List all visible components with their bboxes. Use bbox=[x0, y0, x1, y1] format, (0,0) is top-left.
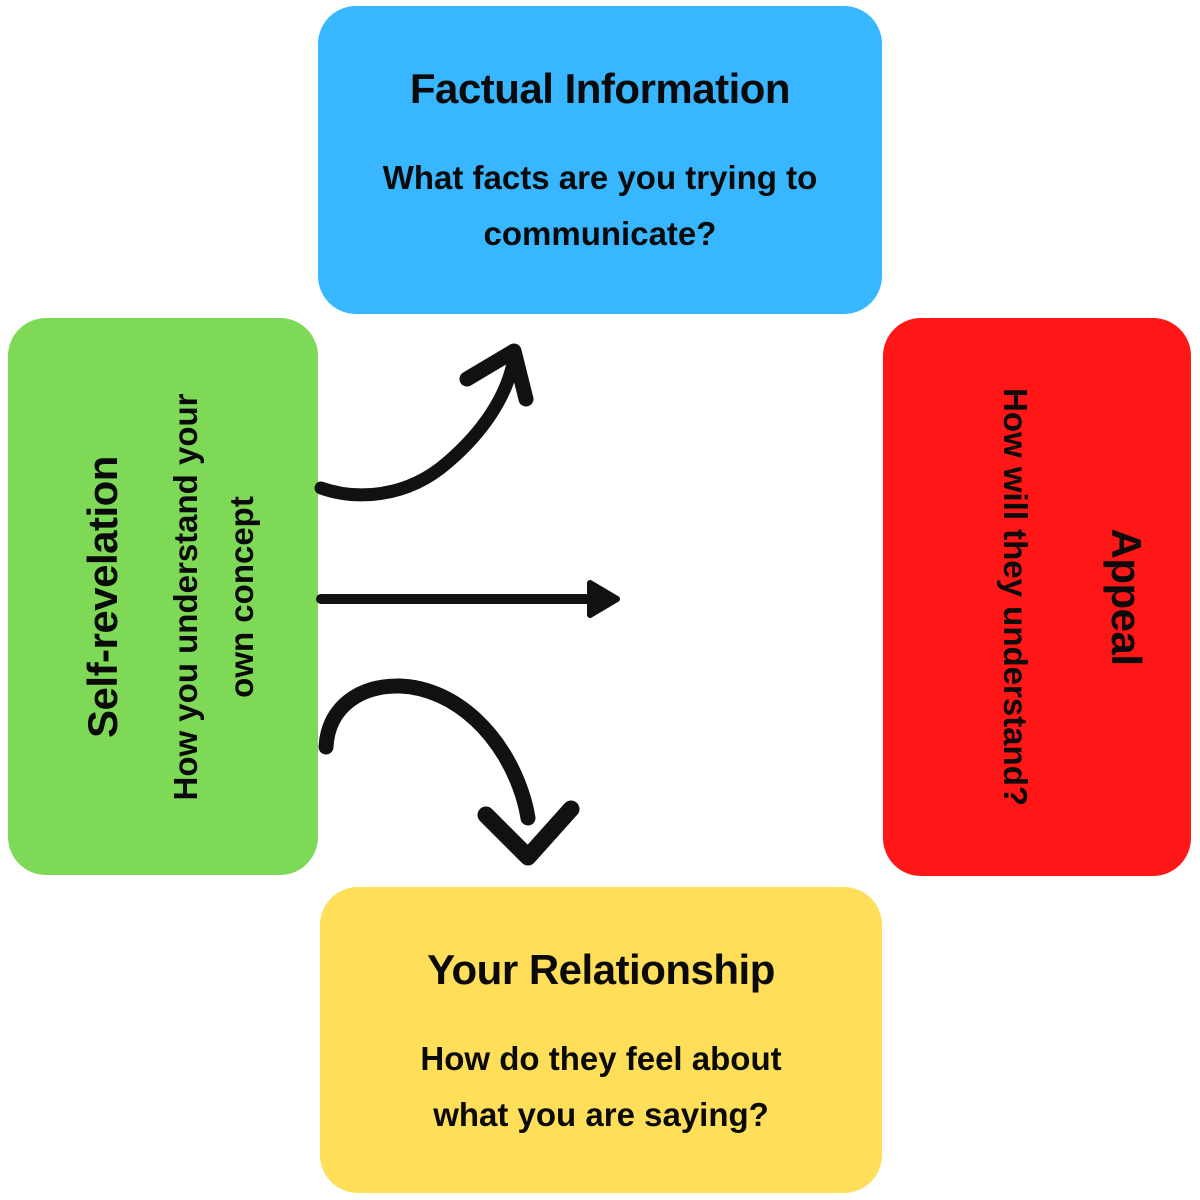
factual-information-title: Factual Information bbox=[409, 65, 791, 112]
your-relationship-subtitle: How do they feel about what you are sayi… bbox=[420, 1040, 782, 1133]
curved-arrow-up-icon bbox=[314, 343, 534, 502]
your-relationship-box: Your Relationship How do they feel about… bbox=[320, 887, 882, 1193]
factual-information-subtitle: What facts are you trying to communicate… bbox=[382, 159, 818, 252]
your-relationship-title: Your Relationship bbox=[427, 946, 775, 993]
your-relationship-content: Your Relationship How do they feel about… bbox=[320, 887, 882, 1193]
straight-arrow-right-icon bbox=[316, 580, 620, 618]
appeal-box: Appeal How will they understand? bbox=[883, 318, 1191, 876]
factual-information-box: Factual Information What facts are you t… bbox=[318, 6, 882, 314]
curved-arrow-down-icon bbox=[318, 678, 580, 866]
self-revelation-box: Self-revelation How you understand your … bbox=[8, 318, 318, 875]
factual-information-content: Factual Information What facts are you t… bbox=[318, 6, 882, 314]
